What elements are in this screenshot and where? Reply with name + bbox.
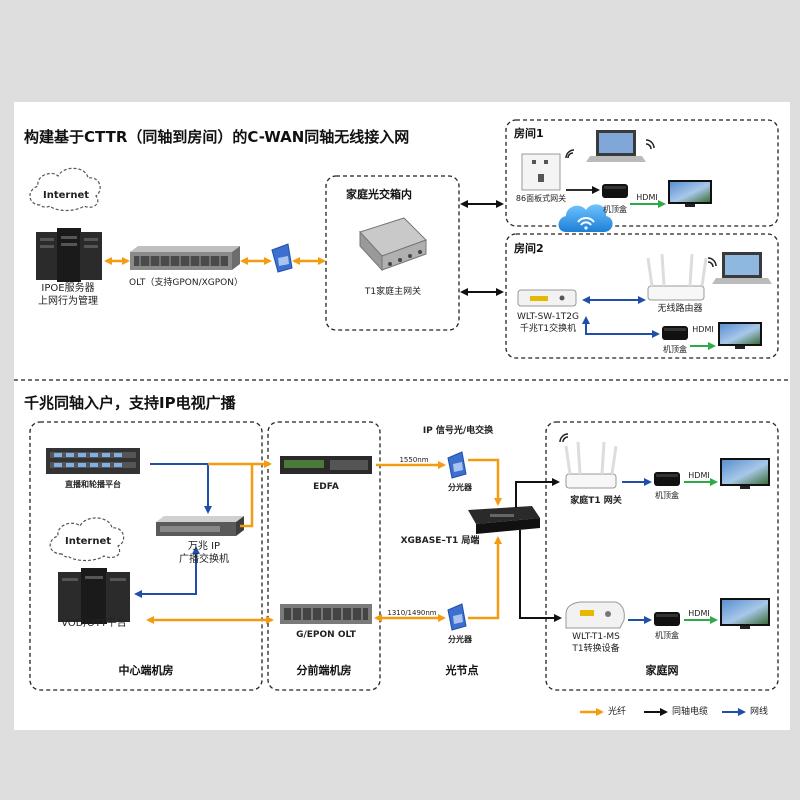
- legend-net-label: 网线: [750, 707, 769, 717]
- wanzhao-label-2: 广播交换机: [179, 554, 229, 565]
- t1-conversion-device-icon: [565, 601, 625, 629]
- broadcast-switch-icon: [156, 516, 244, 536]
- fiber-link: [240, 464, 254, 528]
- internet-label: Internet: [64, 536, 112, 547]
- room2-frame: [505, 233, 779, 359]
- stb-label: 机顶盒: [655, 491, 679, 500]
- wifi-icon: [565, 149, 575, 159]
- ipoe-label: IPOE服务器: [41, 283, 95, 294]
- splitter-lower-icon: [447, 603, 467, 631]
- internet-label: Internet: [42, 190, 90, 201]
- laptop-icon: [586, 130, 646, 162]
- network-link: [134, 546, 200, 598]
- splitter-upper-icon: [447, 451, 467, 479]
- behavior-label: 上网行为管理: [38, 296, 98, 307]
- xgbase-node-icon: [468, 506, 540, 534]
- hdmi-label: HDMI: [688, 609, 710, 618]
- tv-icon: [718, 322, 762, 349]
- room1-frame: [505, 119, 779, 227]
- edfa-device-icon: [280, 456, 372, 474]
- panel-gateway-icon: [521, 153, 561, 191]
- home-t1-gateway-label: 家庭T1 网关: [570, 496, 622, 506]
- set-top-box-icon: [654, 472, 680, 486]
- set-top-box-icon: [654, 612, 680, 626]
- fiber-link: [468, 458, 502, 506]
- live-platform-label: 直播和轮播平台: [65, 480, 121, 489]
- vod-label: VOD/OTT平台: [61, 618, 127, 629]
- set-top-box-icon: [662, 326, 688, 340]
- section-home-label: 家庭网: [645, 664, 679, 677]
- internet-cloud-icon: [29, 167, 101, 212]
- gepon-olt-icon: [280, 604, 372, 624]
- tv-icon: [668, 180, 712, 207]
- section-node-label: 光节点: [445, 664, 479, 677]
- t1-conv-label: T1转换设备: [572, 644, 620, 654]
- set-top-box-icon: [602, 184, 628, 198]
- stb-label: 机顶盒: [603, 205, 627, 214]
- wanzhao-label-1: 万兆 IP: [187, 541, 221, 552]
- branch-room-frame: [267, 421, 381, 691]
- room1-title: 房间1: [514, 127, 544, 140]
- stb-label: 机顶盒: [655, 631, 679, 640]
- wave-1550-label: 1550nm: [399, 456, 429, 464]
- ipoe-server-icon: [36, 228, 102, 282]
- stb-label: 机顶盒: [663, 345, 687, 354]
- coax-link: [515, 478, 560, 508]
- section-branch-label: 分前端机房: [296, 664, 352, 677]
- wave-1310-label: 1310/1490nm: [387, 609, 437, 617]
- hdmi-label: HDMI: [636, 193, 658, 202]
- t1-gateway-icon: [359, 217, 427, 272]
- live-platform-server-icon: [46, 448, 140, 474]
- gepon-label: G/EPON OLT: [296, 630, 356, 640]
- legend-coax-label: 同轴电缆: [672, 707, 709, 717]
- tv-icon: [720, 598, 770, 629]
- home-t1-gateway-icon: [564, 441, 618, 489]
- optical-box-frame: [325, 175, 460, 331]
- section-center-label: 中心端机房: [118, 664, 174, 677]
- wlt-sw-label: WLT-SW-1T2G: [516, 312, 580, 322]
- wlt-ms-label: WLT-T1-MS: [572, 632, 620, 642]
- edfa-label: EDFA: [313, 482, 339, 492]
- vod-server-icon: [58, 568, 130, 624]
- center-room-frame: [29, 421, 263, 691]
- wifi-icon: [645, 139, 655, 150]
- fiber-link: [468, 536, 502, 620]
- olt-label: OLT（支持GPON/XGPON）: [129, 278, 243, 288]
- wireless-router-label: 无线路由器: [657, 304, 703, 314]
- network-link: [582, 316, 660, 338]
- network-link: [150, 463, 212, 514]
- ip-signal-label: IP 信号光/电交换: [422, 426, 494, 436]
- t1-gateway-label: T1家庭主网关: [364, 287, 422, 297]
- home-net-frame: [545, 421, 779, 691]
- wireless-router-icon: [646, 253, 708, 301]
- wifi-icon: [559, 433, 569, 443]
- xgbase-label: XGBASE–T1 局端: [400, 536, 480, 546]
- internet-cloud-icon: [49, 517, 125, 562]
- hdmi-label: HDMI: [688, 471, 710, 480]
- wifi-icon: [707, 257, 717, 268]
- coax-link: [519, 530, 562, 622]
- optical-box-title: 家庭光交箱内: [346, 188, 412, 201]
- wifi-cloud-icon: [558, 204, 613, 232]
- legend-fiber-label: 光纤: [608, 707, 627, 717]
- splitter-top-icon: [271, 243, 293, 273]
- splitter-lower-label: 分光器: [448, 635, 472, 644]
- hdmi-label: HDMI: [692, 325, 714, 334]
- olt-device-icon: [130, 246, 240, 270]
- room2-title: 房间2: [514, 242, 544, 255]
- tv-icon: [720, 458, 770, 489]
- top-title: 构建基于CTTR（同轴到房间）的C-WAN同轴无线接入网: [24, 128, 410, 146]
- laptop-icon: [712, 252, 772, 284]
- bottom-title: 千兆同轴入户，支持IP电视广播: [24, 394, 236, 412]
- splitter-upper-label: 分光器: [448, 483, 472, 492]
- panel-gateway-label: 86面板式网关: [515, 194, 567, 203]
- t1-switch-label: 千兆T1交换机: [519, 324, 577, 334]
- t1-switch-icon: [517, 289, 577, 307]
